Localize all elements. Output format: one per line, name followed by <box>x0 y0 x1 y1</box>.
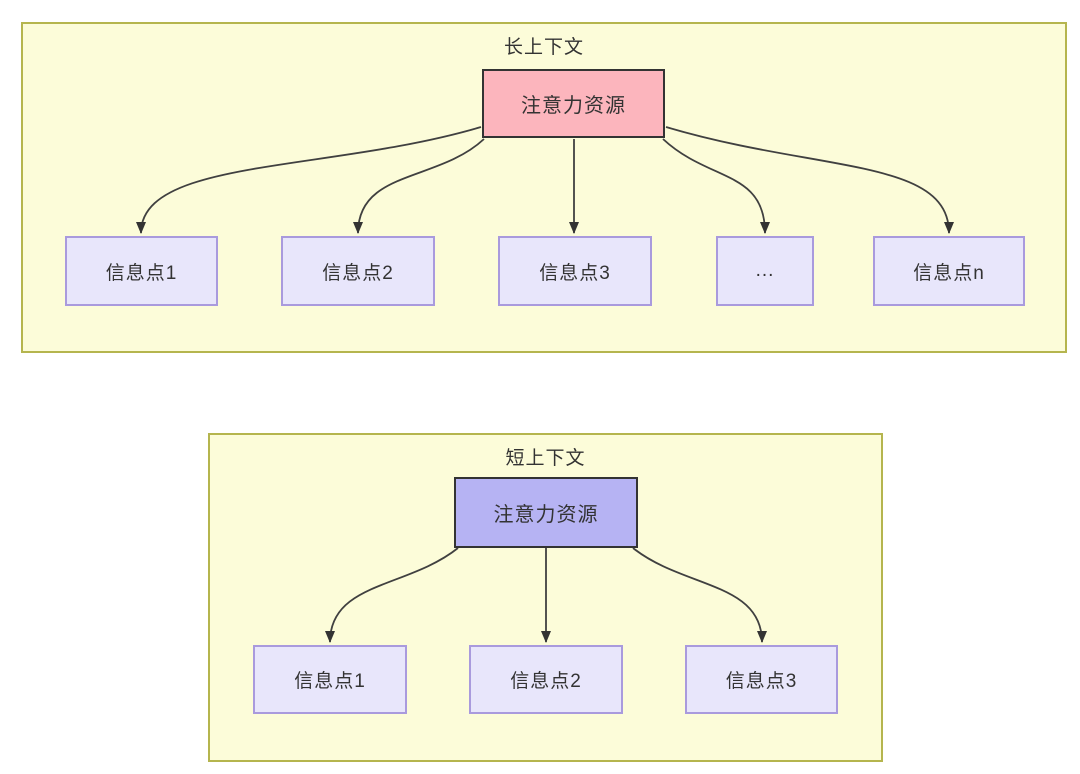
long-context-title: 长上下文 <box>503 37 584 58</box>
long-info-node-2: 信息点2 <box>281 236 435 306</box>
short-info-label-1: 信息点1 <box>294 671 366 692</box>
long-info-node-3: 信息点3 <box>498 236 652 306</box>
short-info-label-3: 信息点3 <box>725 671 798 692</box>
short-info-label-2: 信息点2 <box>510 671 582 692</box>
short-info-node-2: 信息点2 <box>469 645 623 714</box>
long-info-node-1: 信息点1 <box>65 236 218 306</box>
short-attention-node: 注意力资源 <box>454 477 638 548</box>
long-info-node-n: 信息点n <box>873 236 1025 306</box>
long-info-label-ellipsis: ... <box>755 260 775 281</box>
short-attention-label: 注意力资源 <box>493 504 599 526</box>
long-attention-label: 注意力资源 <box>521 95 626 117</box>
short-context-title: 短上下文 <box>505 448 586 469</box>
long-info-label-1: 信息点1 <box>105 262 178 284</box>
long-info-node-ellipsis: ... <box>716 236 814 306</box>
short-info-node-1: 信息点1 <box>253 645 407 714</box>
long-info-label-2: 信息点2 <box>322 262 394 284</box>
long-attention-node: 注意力资源 <box>482 69 665 138</box>
short-info-node-3: 信息点3 <box>685 645 838 714</box>
long-info-label-n: 信息点n <box>913 262 985 284</box>
long-info-label-3: 信息点3 <box>539 262 611 284</box>
